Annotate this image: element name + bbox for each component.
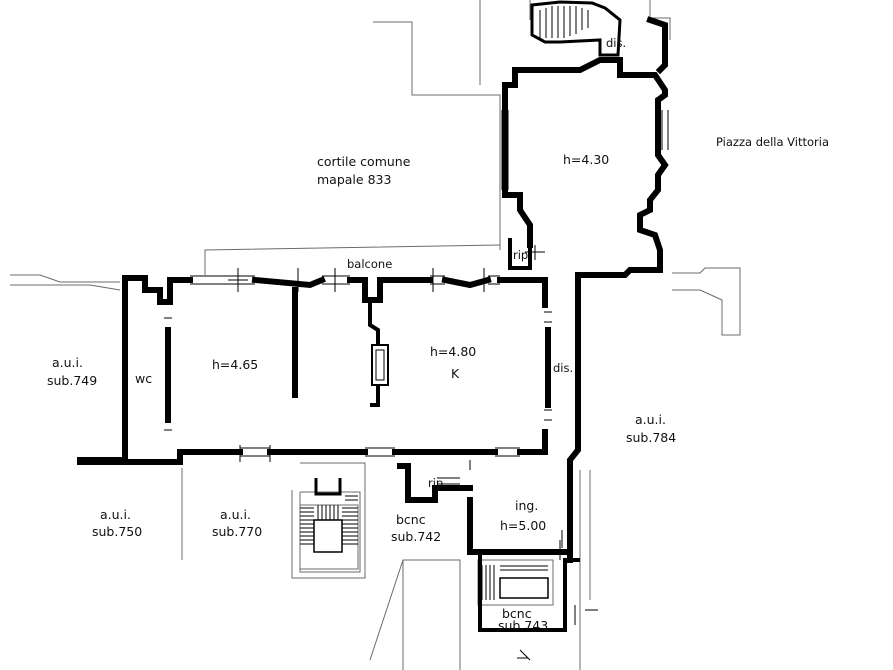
label-wc: wc xyxy=(135,371,152,386)
label-aui784-line2: sub.784 xyxy=(626,430,676,445)
label-bcnc743-line2: sub.743 xyxy=(498,618,548,633)
spiral-stair xyxy=(530,0,622,57)
label-aui770-line2: sub.770 xyxy=(212,524,262,539)
crosshair-marks xyxy=(228,245,598,611)
label-aui784-line1: a.u.i. xyxy=(635,412,666,427)
label-rip-mid: rip. xyxy=(428,476,447,490)
label-aui770-line1: a.u.i. xyxy=(220,507,251,522)
label-rip-top: rip. xyxy=(513,248,532,262)
openings xyxy=(164,110,669,661)
label-h430: h=4.30 xyxy=(563,152,609,167)
label-aui750-line1: a.u.i. xyxy=(100,507,131,522)
stairwell-left xyxy=(299,478,359,570)
label-aui749-line2: sub.749 xyxy=(47,373,97,388)
label-bcnc742-line1: bcnc xyxy=(396,512,426,527)
label-dis-mid: dis. xyxy=(553,361,573,375)
label-aui750-line2: sub.750 xyxy=(92,524,142,539)
room-labels: dis. Piazza della Vittoria h=4.30 cortil… xyxy=(47,36,829,633)
label-h500: h=5.00 xyxy=(500,518,546,533)
label-cortile-line2: mapale 833 xyxy=(317,172,391,187)
label-piazza: Piazza della Vittoria xyxy=(716,135,829,149)
stairwell-right xyxy=(477,559,554,606)
label-bcnc743-line1: bcnc xyxy=(502,606,532,621)
walls xyxy=(77,16,669,632)
label-balcone: balcone xyxy=(347,257,392,271)
label-h480: h=4.80 xyxy=(430,344,476,359)
label-cortile-line1: cortile comune xyxy=(317,154,411,169)
label-bcnc742-line2: sub.742 xyxy=(391,529,441,544)
chimney xyxy=(371,344,389,386)
label-dis-top: dis. xyxy=(606,36,626,50)
label-k: K xyxy=(451,366,460,381)
label-aui749-line1: a.u.i. xyxy=(52,355,83,370)
label-ing: ing. xyxy=(515,498,538,513)
label-h465: h=4.65 xyxy=(212,357,258,372)
context-lines xyxy=(10,0,741,670)
